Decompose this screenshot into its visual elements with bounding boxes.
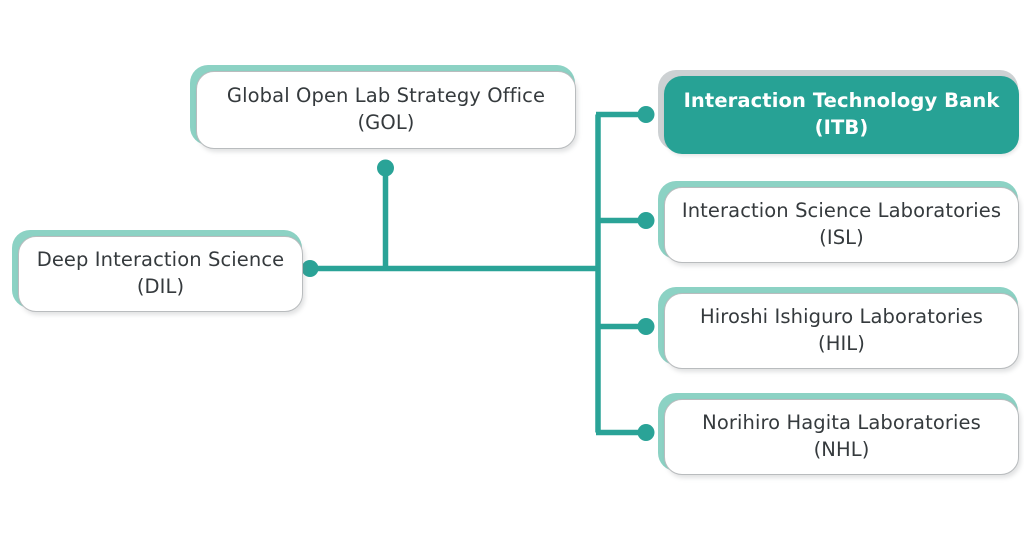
connector-dot-itb — [637, 106, 655, 123]
connector-dot-isl — [637, 212, 655, 229]
node-gol[interactable]: Global Open Lab Strategy Office (GOL) — [196, 71, 576, 149]
node-hil-label: Hiroshi Ishiguro Laboratories (HIL) — [699, 305, 984, 355]
node-dil[interactable]: Deep Interaction Science (DIL) — [18, 236, 303, 312]
node-itb-label: Interaction Technology Bank (ITB) — [683, 89, 1000, 139]
node-dil-label: Deep Interaction Science (DIL) — [36, 248, 285, 298]
connector-dot-gol — [377, 159, 394, 177]
node-gol-label: Global Open Lab Strategy Office (GOL) — [226, 84, 546, 134]
connector-dot-nhl — [637, 424, 655, 441]
connector-dot-dil — [301, 260, 319, 277]
node-isl[interactable]: Interaction Science Laboratories (ISL) — [664, 187, 1019, 263]
connector-dot-hil — [637, 318, 655, 335]
node-itb[interactable]: Interaction Technology Bank (ITB) — [664, 76, 1019, 154]
node-nhl-label: Norihiro Hagita Laboratories (NHL) — [702, 411, 981, 461]
node-isl-label: Interaction Science Laboratories (ISL) — [681, 199, 1002, 249]
node-hil[interactable]: Hiroshi Ishiguro Laboratories (HIL) — [664, 293, 1019, 369]
node-nhl[interactable]: Norihiro Hagita Laboratories (NHL) — [664, 399, 1019, 475]
